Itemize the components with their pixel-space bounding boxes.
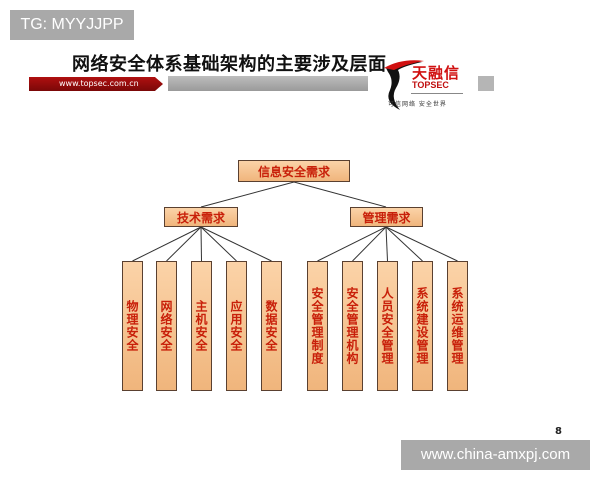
- watermark-top: TG: MYYJJPP: [10, 10, 134, 40]
- page-number: 8: [555, 426, 562, 437]
- leaf-node: 安全管理制度: [307, 261, 328, 391]
- branch-node-mgmt: 管理需求: [350, 207, 423, 227]
- connector-line: [385, 226, 388, 262]
- topsec-swoosh-icon: [384, 60, 424, 110]
- connector-line: [132, 226, 202, 262]
- logo-name-cn: 天融信: [412, 64, 461, 82]
- branch-node-tech: 技术需求: [164, 207, 238, 227]
- connector-line: [166, 226, 202, 262]
- logo-divider: [411, 93, 463, 94]
- connector-line: [293, 181, 387, 208]
- connector-line: [317, 226, 387, 262]
- leaf-node: 系统运维管理: [447, 261, 468, 391]
- connector-line: [200, 226, 237, 262]
- header-gray-bar: [168, 76, 368, 91]
- header-gray-block: [478, 76, 494, 91]
- url-text: www.topsec.com.cn: [59, 79, 139, 88]
- root-node: 信息安全需求: [238, 160, 350, 182]
- leaf-node: 物理安全: [122, 261, 143, 391]
- leaf-node: 数据安全: [261, 261, 282, 391]
- leaf-node: 主机安全: [191, 261, 212, 391]
- slide-title: 网络安全体系基础架构的主要涉及层面: [72, 54, 387, 75]
- leaf-node: 系统建设管理: [412, 261, 433, 391]
- leaf-node: 网络安全: [156, 261, 177, 391]
- connector-line: [200, 181, 295, 208]
- url-banner: www.topsec.com.cn: [29, 77, 163, 91]
- logo-name-en: TOPSEC: [412, 80, 449, 90]
- leaf-node: 应用安全: [226, 261, 247, 391]
- leaf-node: 人员安全管理: [377, 261, 398, 391]
- connector-line: [352, 226, 387, 262]
- logo-slogan: 可信网络 安全世界: [388, 101, 447, 108]
- connector-line: [200, 226, 272, 262]
- connector-line: [385, 226, 458, 262]
- leaf-node: 安全管理机构: [342, 261, 363, 391]
- watermark-bottom: www.china-amxpj.com: [401, 440, 590, 470]
- connector-line: [200, 226, 202, 262]
- connector-line: [385, 226, 423, 262]
